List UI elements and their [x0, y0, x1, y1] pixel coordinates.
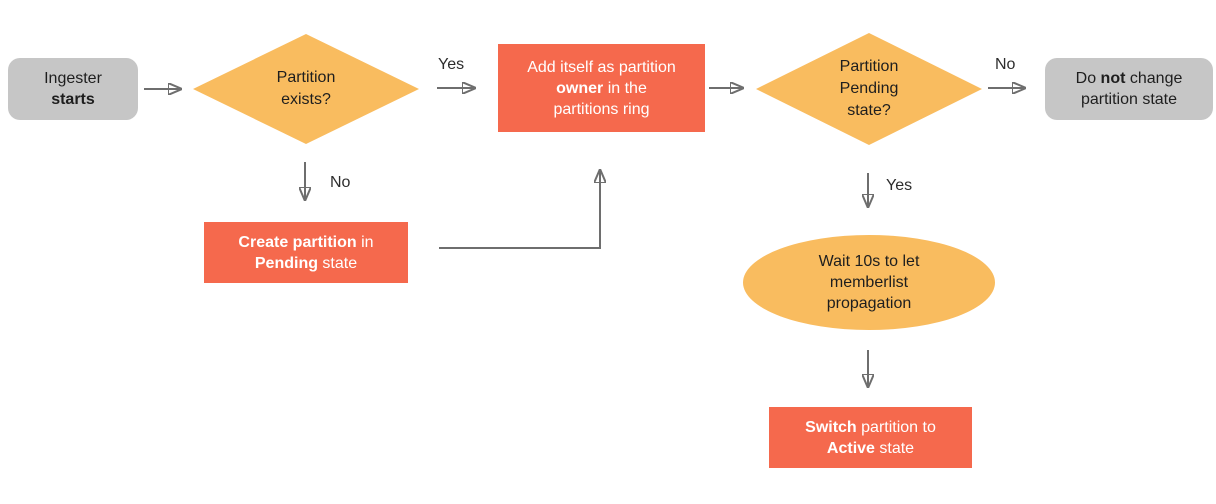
edge-label-no-partition-pending: No [995, 56, 1016, 73]
edge-label-yes-partition-pending: Yes [886, 177, 913, 194]
edge-label-no-partition-exists: No [330, 174, 351, 191]
edge-label-yes-partition-exists: Yes [438, 56, 465, 73]
arrow-create-partition-to-add-owner [439, 171, 600, 249]
